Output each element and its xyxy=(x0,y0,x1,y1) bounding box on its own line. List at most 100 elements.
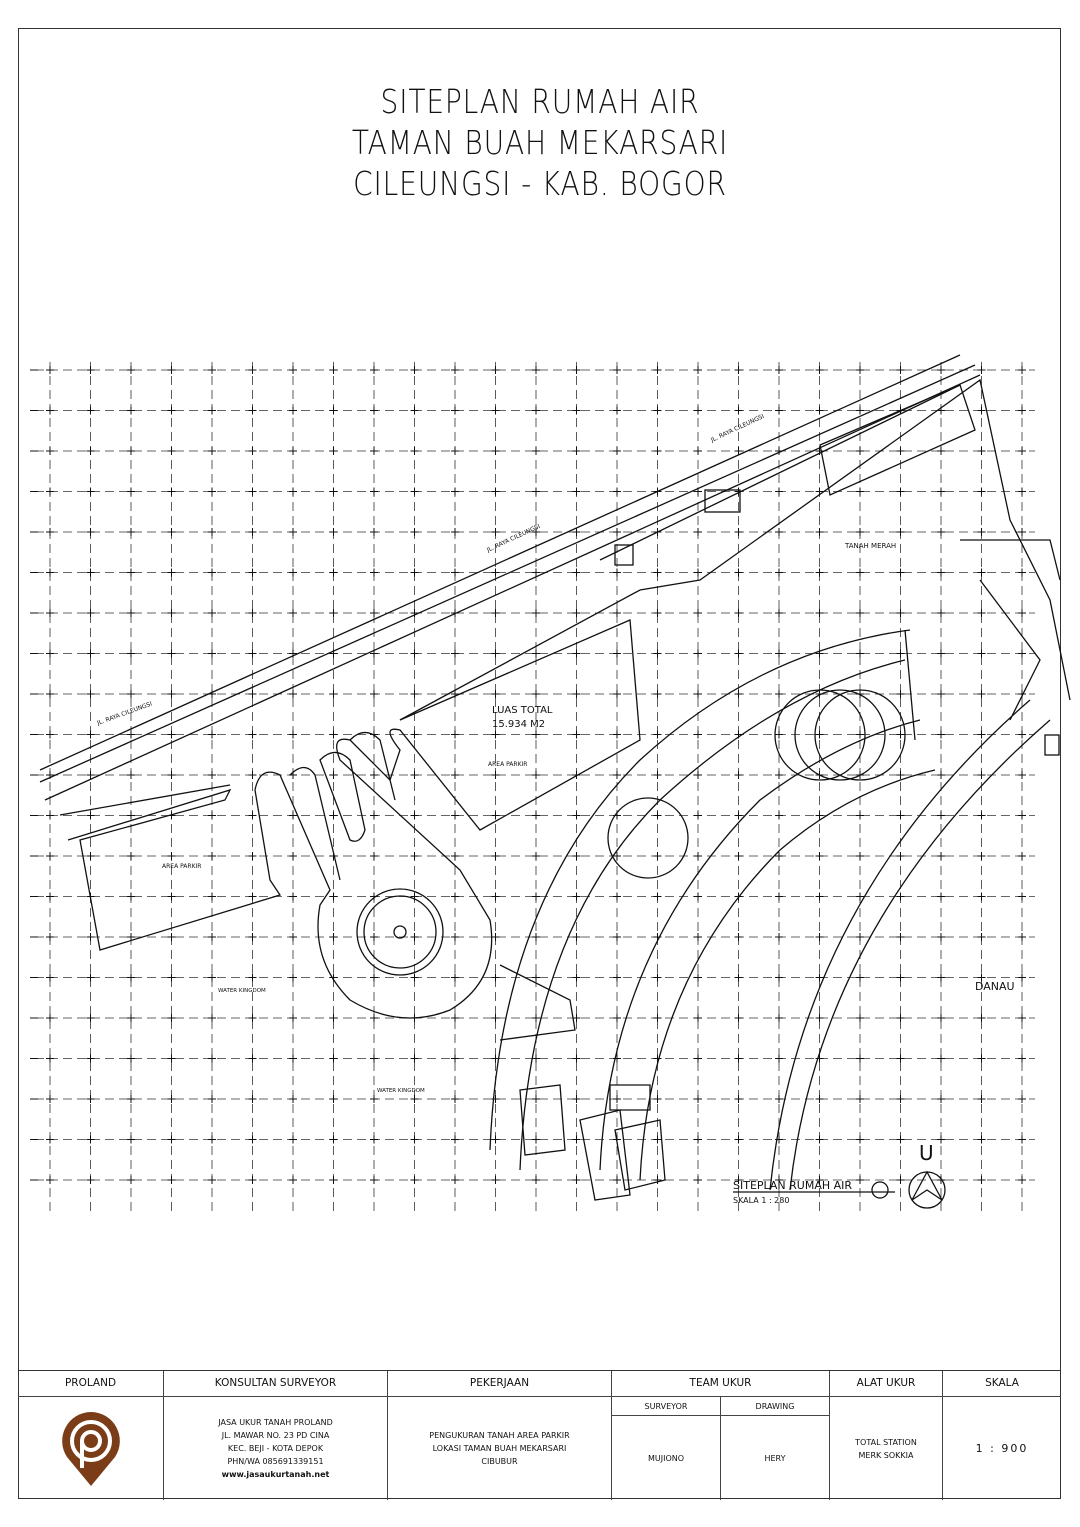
grid-cross xyxy=(977,609,986,617)
grid-cross xyxy=(532,1095,540,1103)
consultant-info: JASA UKUR TANAH PROLAND JL. MAWAR NO. 23… xyxy=(164,1397,388,1500)
grid-cross xyxy=(491,690,500,698)
company-logo xyxy=(18,1397,164,1500)
building xyxy=(499,964,576,1041)
grid-cross xyxy=(572,730,581,739)
consultant-line: KEC. BEJI - KOTA DEPOK xyxy=(227,1444,324,1453)
grid-cross xyxy=(329,771,338,779)
tanah-merah-label: TANAH MERAH xyxy=(844,542,896,550)
grid-cross xyxy=(694,1176,702,1184)
grid-cross xyxy=(167,892,176,901)
grid-cross xyxy=(572,1176,581,1184)
title-block: PROLAND KONSULTAN SURVEYOR PEKERJAAN TEA… xyxy=(18,1370,1061,1500)
consultant-line: JL. MAWAR NO. 23 PD CINA xyxy=(221,1431,330,1440)
grid-cross xyxy=(653,447,662,455)
grid-cross xyxy=(734,771,743,779)
grid-cross xyxy=(451,568,459,577)
grid-cross xyxy=(572,528,581,536)
grid-cross xyxy=(329,1054,338,1063)
grid-cross xyxy=(167,730,176,739)
grid-cross xyxy=(1018,528,1026,536)
grid-cross xyxy=(410,690,419,698)
grid-cross xyxy=(491,366,500,374)
danau-label: DANAU xyxy=(975,980,1015,993)
instrument-line: TOTAL STATION xyxy=(855,1437,917,1447)
grid-cross xyxy=(289,811,297,820)
grid-cross xyxy=(572,406,581,415)
grid-cross xyxy=(208,933,216,941)
grid-cross xyxy=(370,771,378,779)
grid-cross xyxy=(451,528,459,536)
title-line-1: SITEPLAN RUMAH AIR xyxy=(380,82,700,121)
grid-cross xyxy=(370,1095,378,1103)
grid-cross xyxy=(653,973,662,982)
grid-cross xyxy=(572,1054,581,1063)
grid-cross xyxy=(1018,892,1026,901)
grid-cross xyxy=(572,1014,581,1022)
grid-cross xyxy=(896,973,905,982)
grid-cross xyxy=(613,649,621,658)
grid-cross xyxy=(694,1014,702,1022)
grid-cross xyxy=(896,1095,905,1103)
grid-cross xyxy=(653,649,662,658)
grid-cross xyxy=(532,852,540,860)
grid-cross xyxy=(1018,1135,1026,1144)
grid-cross xyxy=(451,366,459,374)
grid-cross xyxy=(86,487,95,496)
grid-cross xyxy=(977,406,986,415)
grid-cross xyxy=(410,811,419,820)
grid-cross xyxy=(370,568,378,577)
grid-cross xyxy=(694,366,702,374)
grid-cross xyxy=(734,1014,743,1022)
grid-cross xyxy=(532,1054,540,1063)
grid-cross xyxy=(86,406,95,415)
grid-cross xyxy=(208,1054,216,1063)
grid-cross xyxy=(167,973,176,982)
grid-cross xyxy=(329,487,338,496)
grid-cross xyxy=(451,933,459,941)
grid-cross xyxy=(410,1176,419,1184)
grid-cross xyxy=(167,690,176,698)
grid-cross xyxy=(937,1014,945,1022)
grid-cross xyxy=(896,1135,905,1144)
grid-cross xyxy=(937,933,945,941)
grid-cross xyxy=(977,1176,986,1184)
grid-cross xyxy=(451,1135,459,1144)
grid-cross xyxy=(613,771,621,779)
grid-cross xyxy=(896,528,905,536)
title-line-3: CILEUNGSI - KAB. BOGOR xyxy=(353,164,727,203)
grid-cross xyxy=(977,730,986,739)
grid-cross xyxy=(127,487,135,496)
grid-cross xyxy=(1018,1054,1026,1063)
grid-cross xyxy=(86,1095,95,1103)
grid-cross xyxy=(775,1095,783,1103)
grid-cross xyxy=(896,568,905,577)
grid-cross xyxy=(370,1054,378,1063)
proland-logo-icon xyxy=(61,1411,120,1486)
grid-cross xyxy=(775,366,783,374)
grid-cross xyxy=(896,649,905,658)
grid-cross xyxy=(896,892,905,901)
grid-cross xyxy=(86,730,95,739)
grid-cross xyxy=(208,487,216,496)
grid-cross xyxy=(613,487,621,496)
grid-cross xyxy=(46,568,54,577)
grid-cross xyxy=(127,366,135,374)
grid-cross xyxy=(613,1054,621,1063)
grid-cross xyxy=(532,933,540,941)
grid-cross xyxy=(167,1014,176,1022)
grid-cross xyxy=(208,771,216,779)
grid-cross xyxy=(329,1135,338,1144)
grid-cross xyxy=(815,366,824,374)
grid-cross xyxy=(653,771,662,779)
grid-cross xyxy=(653,1135,662,1144)
grid-cross xyxy=(856,933,864,941)
grid-cross xyxy=(815,1014,824,1022)
drawing-name: HERY xyxy=(721,1416,830,1500)
surveyor-name: MUJIONO xyxy=(612,1416,721,1500)
grid-cross xyxy=(289,730,297,739)
grid-cross xyxy=(532,1014,540,1022)
grid-cross xyxy=(896,771,905,779)
grid-cross xyxy=(815,892,824,901)
grid-cross xyxy=(977,528,986,536)
